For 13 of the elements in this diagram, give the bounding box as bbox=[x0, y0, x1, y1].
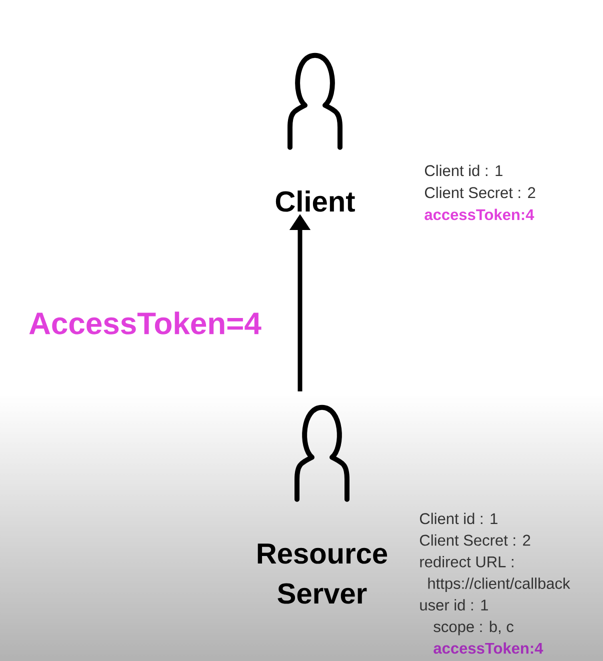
info-text: Client Secret : 2 bbox=[420, 534, 530, 546]
info-text: Client id : 1 bbox=[425, 164, 502, 176]
info-text: accessToken:4 bbox=[434, 642, 544, 654]
edge-label: AccessToken=4 bbox=[29, 312, 262, 334]
info-text: scope : b, c bbox=[434, 620, 514, 636]
info-text: accessToken:4 bbox=[424, 208, 534, 220]
info-text: Client id : 1 bbox=[420, 512, 498, 524]
info-text: https://client/callback bbox=[428, 578, 570, 592]
person-node: Client bbox=[276, 52, 355, 212]
person-node: Resource Server bbox=[258, 404, 388, 604]
info-text: user id : 1 bbox=[420, 599, 488, 611]
info-text: Client Secret : 2 bbox=[425, 186, 536, 198]
info-text: redirect URL : bbox=[420, 556, 514, 568]
